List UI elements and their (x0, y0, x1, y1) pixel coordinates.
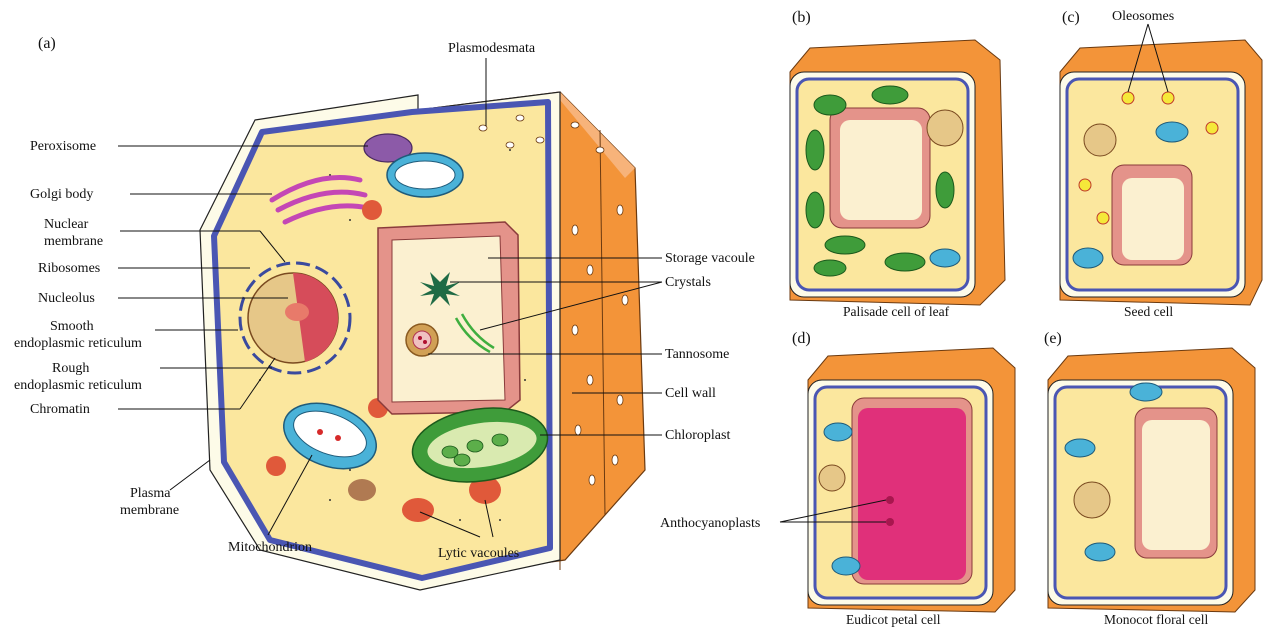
main-cell (200, 92, 645, 590)
label-nucleolus: Nucleolus (38, 291, 95, 306)
panel-label-c: (c) (1062, 9, 1080, 26)
label-plasma-membrane-1: Plasma (130, 486, 171, 501)
eudicot-petal-cell (808, 348, 1015, 612)
nucleolus (285, 303, 309, 321)
label-golgi-body: Golgi body (30, 187, 93, 202)
label-cell-wall: Cell wall (665, 386, 716, 401)
label-chromatin: Chromatin (30, 402, 90, 417)
storage-vacuole (378, 222, 520, 414)
label-peroxisome: Peroxisome (30, 139, 96, 154)
panel-label-a: (a) (38, 35, 56, 52)
label-smooth-er-2: endoplasmic reticulum (14, 336, 142, 351)
panel-label-e: (e) (1044, 330, 1062, 347)
lytic-vacuole-1 (362, 200, 382, 220)
label-oleosomes: Oleosomes (1112, 9, 1174, 24)
lytic-vacuole-3 (266, 456, 286, 476)
caption-b: Palisade cell of leaf (843, 304, 950, 319)
panel-label-b: (b) (792, 9, 811, 26)
monocot-floral-cell (1048, 348, 1255, 612)
label-nuclear-membrane-2: membrane (44, 234, 103, 249)
caption-e: Monocot floral cell (1104, 612, 1208, 627)
lytic-vacuole-4 (402, 498, 434, 522)
label-smooth-er-1: Smooth (50, 319, 94, 334)
label-storage-vacuole: Storage vacoule (665, 251, 755, 266)
label-lytic-vacuoles: Lytic vacoules (438, 546, 519, 561)
vesicle-brown (348, 479, 376, 501)
label-rough-er-1: Rough (52, 361, 89, 376)
caption-c: Seed cell (1124, 304, 1173, 319)
label-anthocyanoplasts: Anthocyanoplasts (660, 516, 760, 531)
palisade-cell (790, 40, 1005, 305)
label-tannosome: Tannosome (665, 347, 729, 362)
label-ribosomes: Ribosomes (38, 261, 100, 276)
label-rough-er-2: endoplasmic reticulum (14, 378, 142, 393)
seed-cell (1060, 40, 1262, 305)
panel-label-d: (d) (792, 330, 811, 347)
caption-d: Eudicot petal cell (846, 612, 941, 627)
label-crystals: Crystals (665, 275, 711, 290)
label-mitochondrion: Mitochondrion (228, 540, 312, 555)
label-chloroplast: Chloroplast (665, 428, 730, 443)
label-plasma-membrane-2: membrane (120, 503, 179, 518)
label-nuclear-membrane-1: Nuclear (44, 217, 89, 232)
label-plasmodesmata: Plasmodesmata (448, 41, 536, 56)
